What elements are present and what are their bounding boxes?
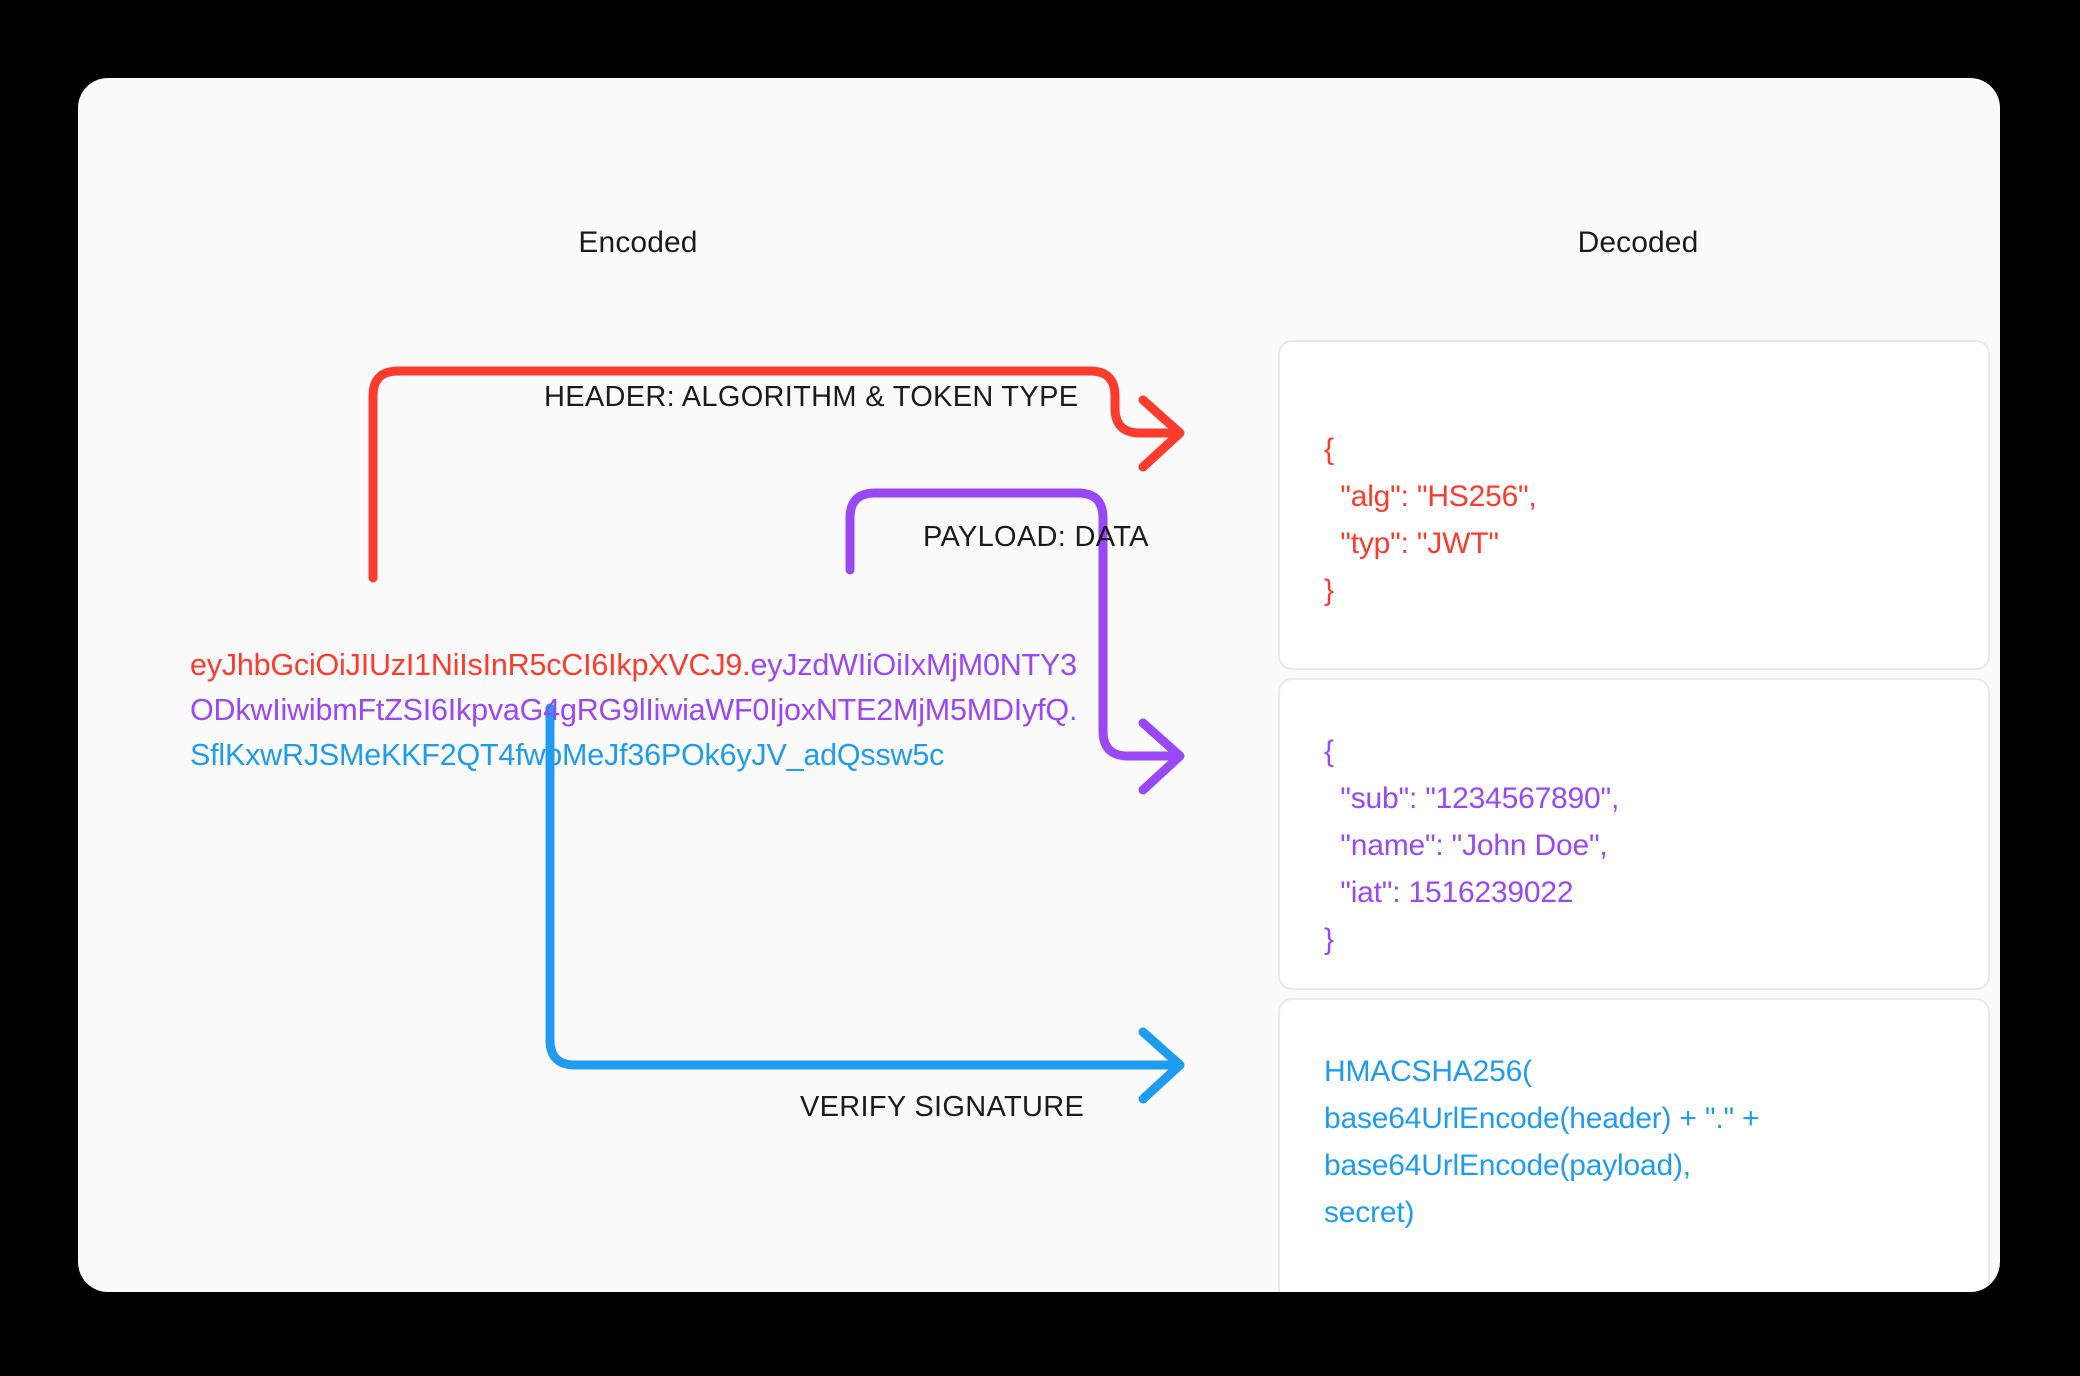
signature-arrow-label: VERIFY SIGNATURE (800, 1091, 1085, 1123)
token-signature-segment: SflKxwRJSMeKKF2QT4fwpMeJf36POk6yJV_adQss… (190, 738, 945, 772)
token-payload-segment: eyJzdWIiOiIxMjM0NTY3ODkwIiwibmFtZSI6Ikpv… (190, 648, 1077, 727)
decoded-payload-code: { "sub": "1234567890", "name": "John Doe… (1324, 735, 1620, 956)
token-separator-1: . (742, 648, 751, 682)
decoded-header-code: { "alg": "HS256", "typ": "JWT" } (1324, 433, 1537, 607)
payload-arrow-label: PAYLOAD: DATA (923, 521, 1149, 553)
decoded-signature-code: HMACSHA256( base64UrlEncode(header) + ".… (1324, 1055, 1760, 1229)
jwt-debugger-card: Encoded Decoded HEADER: ALGORITHM & TOKE… (78, 78, 2000, 1292)
decoded-header-panel[interactable]: { "alg": "HS256", "typ": "JWT" } (1278, 340, 1990, 670)
token-separator-2: . (1068, 693, 1078, 727)
decoded-column-heading: Decoded (1577, 226, 1699, 259)
encoded-column-heading: Encoded (578, 226, 698, 259)
decoded-payload-panel[interactable]: { "sub": "1234567890", "name": "John Doe… (1278, 678, 1990, 990)
encoded-token-text[interactable]: eyJhbGciOiJIUzI1NiIsInR5cCI6IkpXVCJ9.eyJ… (190, 643, 1095, 778)
decoded-signature-panel[interactable]: HMACSHA256( base64UrlEncode(header) + ".… (1278, 998, 1990, 1292)
token-header-segment: eyJhbGciOiJIUzI1NiIsInR5cCI6IkpXVCJ9 (190, 648, 743, 682)
header-arrow-label: HEADER: ALGORITHM & TOKEN TYPE (544, 381, 1079, 413)
